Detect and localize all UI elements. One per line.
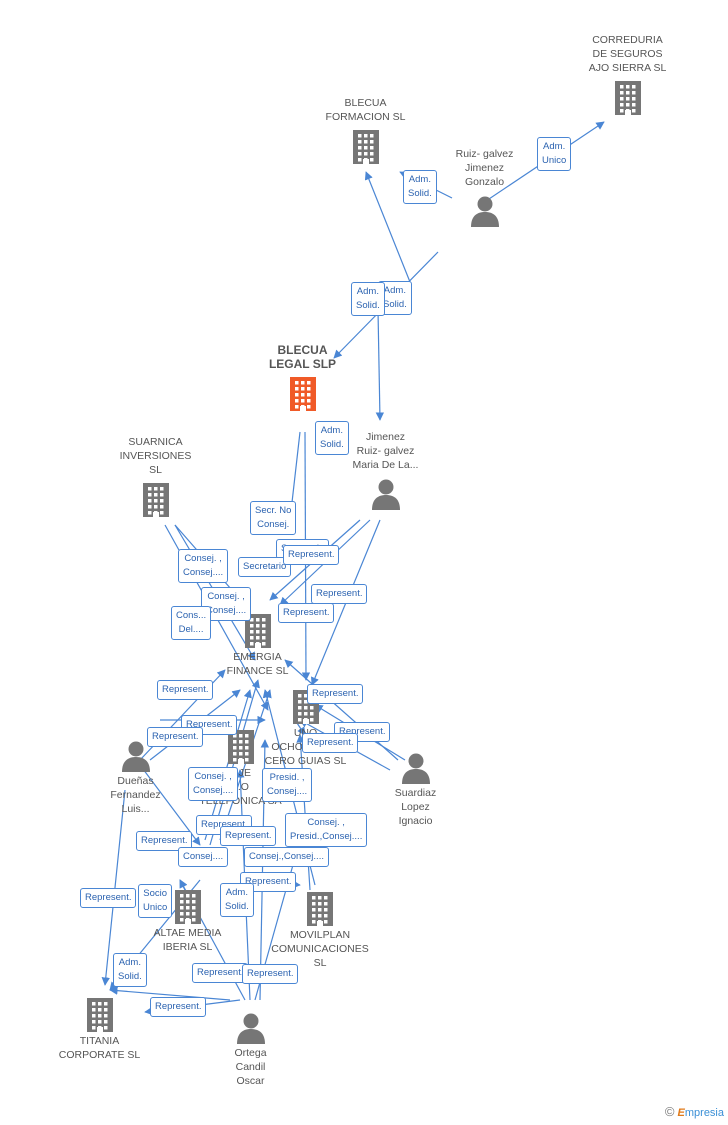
relation-badge[interactable]: Adm. Solid.: [220, 883, 254, 917]
building-icon: [193, 728, 288, 764]
node-label: BLECUA FORMACION SL: [325, 97, 406, 123]
building-icon: [580, 79, 675, 115]
relation-edge: [364, 171, 411, 283]
person-icon: [437, 195, 532, 227]
relation-edge: [109, 986, 231, 1001]
relation-edge: [284, 659, 399, 761]
relation-badge[interactable]: Secr. No Consej.: [250, 501, 297, 535]
person-icon: [368, 752, 463, 784]
node-movilplan[interactable]: MOVILPLAN COMUNICACIONES SL: [270, 890, 370, 970]
node-jimenez[interactable]: Jimenez Ruiz- galvez Maria De La...: [338, 430, 433, 510]
node-label: MOVILPLAN COMUNICACIONES SL: [271, 929, 369, 969]
relation-badge[interactable]: Presid. , Consej....: [262, 768, 313, 802]
node-label: TITANIA CORPORATE SL: [58, 1035, 141, 1061]
node-duenas[interactable]: Dueñas Fernandez Luis...: [88, 740, 183, 816]
relation-badge[interactable]: Represent.: [157, 680, 214, 700]
node-label: ALTAE MEDIA IBERIA SL: [153, 927, 222, 953]
building-icon: [210, 612, 305, 648]
node-ruiz[interactable]: Ruiz- galvez Jimenez Gonzalo: [437, 147, 532, 227]
relation-badge[interactable]: Represent.: [307, 684, 364, 704]
relation-badge[interactable]: Represent.: [220, 826, 277, 846]
relation-badge[interactable]: Adm. Solid.: [113, 953, 147, 987]
node-altae[interactable]: ALTAE MEDIA IBERIA SL: [140, 888, 235, 954]
relation-badge[interactable]: Represent.: [302, 733, 359, 753]
relation-edge: [101, 789, 126, 986]
node-correduria[interactable]: CORREDURIA DE SEGUROS AJO SIERRA SL: [580, 33, 675, 115]
node-label: Dueñas Fernandez Luis...: [110, 775, 161, 815]
relation-badge[interactable]: Socio Unico: [138, 884, 173, 918]
relation-badge[interactable]: Represent.: [136, 831, 193, 851]
relation-badge[interactable]: Adm. Solid.: [403, 170, 437, 204]
node-titania[interactable]: TITANIA CORPORATE SL: [52, 996, 147, 1062]
relation-badge[interactable]: Consej....: [178, 847, 229, 867]
brand-initial: E: [677, 1107, 685, 1119]
person-icon: [203, 1012, 298, 1044]
brand-name: mpresia: [684, 1107, 724, 1119]
person-icon: [88, 740, 183, 772]
relation-badge[interactable]: Represent.: [278, 603, 335, 623]
node-suarnica[interactable]: SUARNICA INVERSIONES SL: [108, 435, 203, 517]
footer-brand[interactable]: © Empresia: [665, 1104, 724, 1119]
copyright-symbol: ©: [664, 1104, 675, 1119]
relation-badge[interactable]: Represent.: [283, 545, 340, 565]
node-suardiaz[interactable]: Suardiaz Lopez Ignacio: [368, 752, 463, 828]
person-icon: [338, 478, 433, 510]
building-icon: [108, 481, 203, 517]
relation-badge[interactable]: Represent.: [150, 997, 207, 1017]
relation-badge[interactable]: Consej. , Presid.,Consej....: [285, 813, 368, 847]
relation-badge[interactable]: Represent.: [242, 964, 299, 984]
relation-badge[interactable]: Represent.: [80, 888, 137, 908]
node-label: Jimenez Ruiz- galvez Maria De La...: [352, 431, 419, 471]
relation-badge[interactable]: Adm. Solid.: [351, 282, 385, 316]
relation-badge[interactable]: Represent.: [147, 727, 204, 747]
node-label: Ruiz- galvez Jimenez Gonzalo: [455, 148, 514, 188]
relation-badge[interactable]: Consej. , Consej....: [188, 767, 239, 801]
building-icon: [140, 888, 235, 924]
building-icon: [255, 375, 350, 411]
node-ortega[interactable]: Ortega Candil Oscar: [203, 1012, 298, 1088]
node-blecua_legal[interactable]: BLECUA LEGAL SLP: [255, 343, 350, 411]
building-icon: [318, 128, 413, 164]
relation-edge: [375, 309, 385, 421]
relation-badge[interactable]: Consej. , Consej....: [178, 549, 229, 583]
relation-badge[interactable]: Adm. Unico: [537, 137, 572, 171]
relation-badge[interactable]: Represent.: [192, 963, 249, 983]
node-label: EMERGIA FINANCE SL: [226, 651, 289, 677]
relation-badge[interactable]: Represent.: [240, 872, 297, 892]
node-label: SUARNICA INVERSIONES SL: [119, 436, 192, 476]
relation-badge[interactable]: Secretario: [238, 557, 292, 577]
relation-badge[interactable]: Cons... Del....: [171, 606, 212, 640]
node-label: CORREDURIA DE SEGUROS AJO SIERRA SL: [588, 34, 667, 74]
node-label: Ortega Candil Oscar: [234, 1047, 267, 1087]
node-label: Suardiaz Lopez Ignacio: [394, 787, 437, 827]
relation-badge[interactable]: Represent.: [311, 584, 368, 604]
relation-badge[interactable]: Adm. Solid.: [315, 421, 349, 455]
building-icon: [52, 996, 147, 1032]
node-label: BLECUA LEGAL SLP: [268, 343, 337, 371]
node-emergia[interactable]: EMERGIA FINANCE SL: [210, 612, 305, 678]
node-blecua_form[interactable]: BLECUA FORMACION SL: [318, 96, 413, 164]
relation-badge[interactable]: Consej.,Consej....: [244, 847, 329, 867]
building-icon: [270, 890, 370, 926]
